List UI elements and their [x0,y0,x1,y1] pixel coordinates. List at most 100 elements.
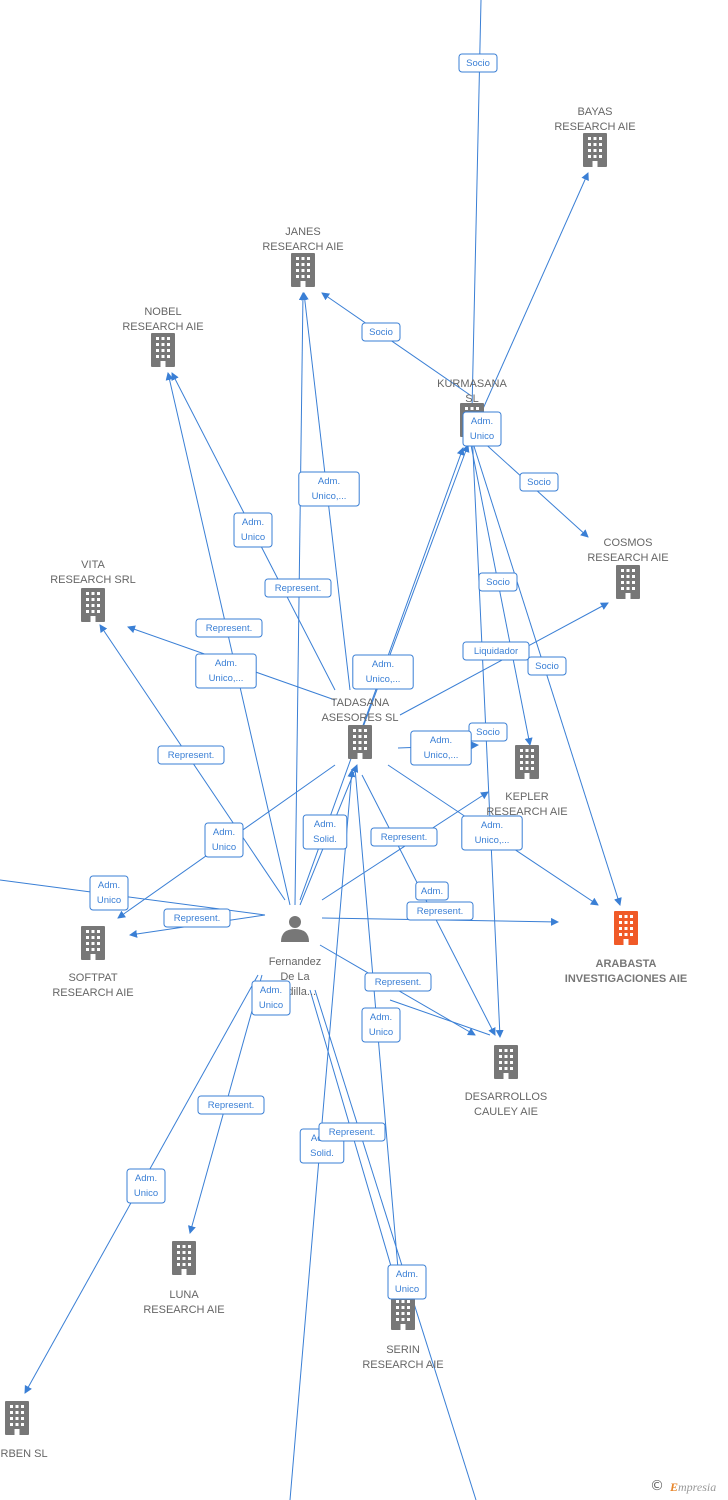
edge-label-text: Socio [535,661,559,672]
node-label: SL [465,393,478,405]
edge-label: Socio [361,322,401,342]
person-icon [281,916,309,942]
edge-label-text: Adm. [215,658,237,669]
edge-label: Adm.Unico,... [410,730,472,766]
node-label: RESEARCH AIE [554,121,635,133]
node-label: KURMASANA [437,378,507,390]
edge-label-text: Adm. [421,886,443,897]
node-label: RESEARCH AIE [362,1359,443,1371]
edge-label-text: Adm. [135,1173,157,1184]
node-label: Fernandez [269,956,322,968]
node-label: RESEARCH AIE [486,806,567,818]
node-nobel[interactable]: NOBEL RESEARCH AIE [122,306,204,367]
node-label: RESEARCH AIE [122,321,203,333]
edge-label-text: Unico [369,1027,393,1038]
node-label: BAYAS [577,106,612,118]
edge-label-text: Adm. [372,659,394,670]
node-ferben[interactable]: FERBEN SL [0,1401,48,1460]
node-kepler[interactable]: KEPLER RESEARCH AIE [486,745,568,818]
edge-label-text: Unico [259,1000,283,1011]
node-label: ARABASTA [596,958,657,970]
edge-label: Adm. Unico [89,875,129,911]
node-label: ASESORES SL [321,712,398,724]
node-label: INVESTIGACIONES AIE [565,973,687,985]
edge-label-text: Unico [212,842,236,853]
edge-label-text: Unico [470,431,494,442]
building-icon [81,588,105,622]
edge-label-text: Unico,... [475,835,510,846]
node-serin[interactable]: SERIN RESEARCH AIE [362,1296,444,1371]
empresia-logo[interactable]: Empresia [670,1480,717,1494]
edge-label-text: Adm. [396,1269,418,1280]
edge-label-text: Represent. [375,977,421,988]
edge-label: Adm. Unico,... [352,654,414,690]
node-arabasta[interactable]: ARABASTA INVESTIGACIONES AIE [565,911,687,985]
node-label: TADASANA [331,697,390,709]
node-label: SERIN [386,1344,420,1356]
node-label: RESEARCH AIE [52,987,133,999]
edge-label: Represent. [163,908,231,928]
node-label: VITA [81,559,105,571]
copyright-symbol: © [650,1478,664,1494]
node-label: KEPLER [505,791,548,803]
node-cosmos[interactable]: COSMOS RESEARCH AIE [587,537,669,599]
edge-label-text: Represent. [168,750,214,761]
edge-label-text: Socio [476,727,500,738]
building-icon [515,745,539,779]
node-label: COSMOS [604,537,653,549]
edge-label-text: Represent. [381,832,427,843]
edge-label: Adm.Unico [462,411,502,447]
edge-label-text: Unico,... [366,674,401,685]
node-label: DESARROLLOS [465,1091,548,1103]
edge-label-text: Represent. [206,623,252,634]
edge-label-text: Adm. [370,1012,392,1023]
edge-label: Represent. [364,972,432,992]
edge-label-text: Unico [97,895,121,906]
edge-line [389,999,491,1036]
edge-label: Adm. Unico [251,980,291,1016]
edge-line [469,439,533,746]
node-label: NOBEL [144,306,181,318]
edge-label-text: Solid. [310,1148,334,1159]
edge-label-text: Represent. [275,583,321,594]
edge-label-text: Solid. [313,834,337,845]
edge-label-text: Represent. [174,913,220,924]
building-icon [291,253,315,287]
node-label: RESEARCH AIE [587,552,668,564]
edge-label-text: Adm. [430,735,452,746]
edge-line [477,172,589,421]
node-label: RESEARCH AIE [262,241,343,253]
node-tadasana[interactable]: TADASANA ASESORES SL [321,697,399,759]
building-icon [616,565,640,599]
edge-label-text: Unico [134,1188,158,1199]
nodes-layer: BAYAS RESEARCH AIE JANES RESEARCH AIE NOBEL R… [0,106,687,1460]
building-icon [614,911,638,945]
building-icon [151,333,175,367]
edge-label-text: Unico [241,532,265,543]
node-bayas[interactable]: BAYAS RESEARCH AIE [554,106,636,167]
edge-label-text: Unico,... [312,491,347,502]
edge-label-text: Adm. [260,985,282,996]
edge-label: Represent. [195,618,263,638]
node-janes[interactable]: JANES RESEARCH AIE [262,226,344,287]
edge-line [165,372,291,906]
edge-label: Adm.Unico [387,1264,427,1300]
edge-label: Represent. [406,901,474,921]
building-icon [494,1045,518,1079]
building-icon [391,1296,415,1330]
edge-label-text: Adm. [98,880,120,891]
edge-label: Socio [519,472,559,492]
building-icon [5,1401,29,1435]
edge-label: Represent. [318,1122,386,1142]
building-icon [348,725,372,759]
edge-line [294,292,307,906]
node-kurmasana[interactable]: KURMASANA SL [437,378,507,437]
edge-label-text: Represent. [208,1100,254,1111]
edge-label: Adm.Unico [204,822,244,858]
node-label: JANES [285,226,320,238]
